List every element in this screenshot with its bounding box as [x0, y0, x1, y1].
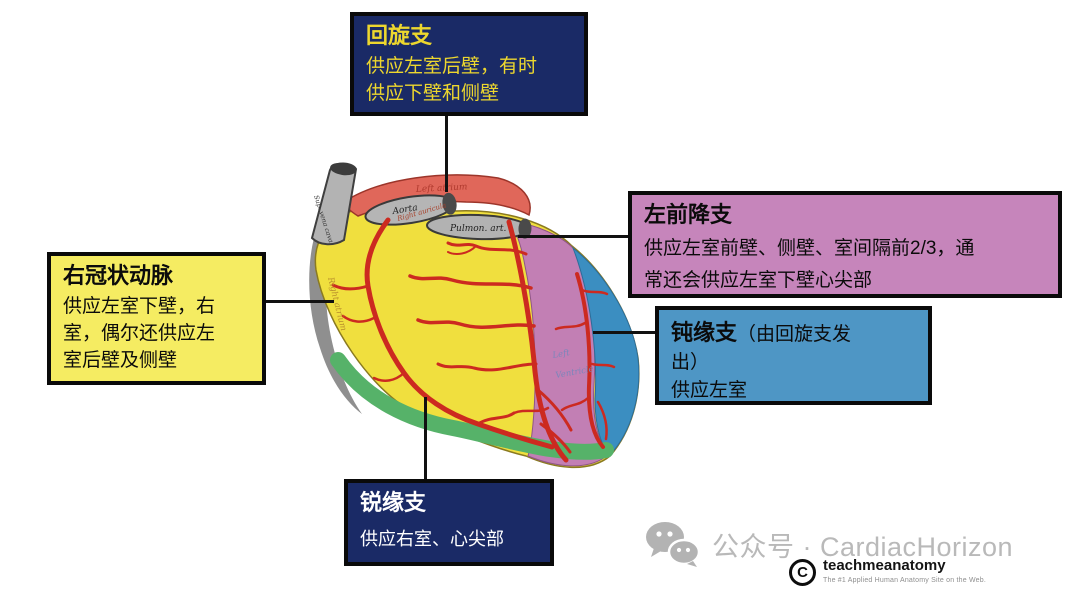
callout-rca: 右冠状动脉 供应左室下壁，右 室，偶尔还供应左 室后壁及侧壁	[47, 252, 266, 385]
label-aorta: Aorta	[391, 203, 418, 217]
watermark: 公众号 · CardiacHorizon	[644, 521, 1013, 567]
heart-illustration: Sup. vena cava Left atrium Aorta Pulmon.…	[309, 162, 640, 468]
connector-circumflex	[445, 114, 448, 192]
callout-rca-title: 右冠状动脉	[63, 263, 174, 288]
label-pulmonary-artery: Pulmon. art.	[449, 224, 506, 234]
connector-rca	[264, 300, 334, 303]
connector-acute-marginal	[424, 397, 427, 481]
teachmeanatomy-logo: C teachmeanatomy The #1 Applied Human An…	[789, 557, 986, 586]
heart-vessel-aorta	[364, 192, 457, 226]
callout-acute-marginal: 锐缘支 供应右室、心尖部	[344, 479, 554, 566]
heart-vessel-pulmonary	[426, 213, 532, 241]
callout-lad-title: 左前降支	[644, 202, 733, 227]
callout-rca-body: 供应左室下壁，右 室，偶尔还供应左 室后壁及侧壁	[63, 296, 216, 372]
watermark-text: 公众号 · CardiacHorizon	[712, 531, 1014, 562]
logo-tagline: The #1 Applied Human Anatomy Site on the…	[823, 576, 986, 584]
callout-circumflex-title: 回旋支	[366, 23, 433, 48]
callout-obtuse-marginal-title: 钝缘支（由回旋支发 出）	[671, 317, 916, 376]
label-left-atrium: Left atrium	[415, 182, 468, 195]
callout-lad: 左前降支 供应左室前壁、侧壁、室间隔前2/3，通 常还会供应左室下壁心尖部	[628, 191, 1062, 298]
heart-vessel-svc	[310, 162, 358, 246]
callout-obtuse-marginal: 钝缘支（由回旋支发 出） 供应左室	[655, 306, 932, 405]
heart-region-acute-margin	[330, 352, 614, 460]
connector-lad	[518, 235, 630, 238]
callout-acute-marginal-body: 供应右室、心尖部	[360, 529, 504, 550]
callout-acute-marginal-title: 锐缘支	[360, 490, 427, 515]
callout-circumflex: 回旋支 供应左室后壁，有时 供应下壁和侧壁	[350, 12, 588, 116]
label-left-ventricle-1: Left	[551, 348, 571, 361]
callout-obtuse-marginal-suffix: （由回旋支发 出）	[671, 324, 852, 373]
callout-obtuse-marginal-title-text: 钝缘支	[671, 320, 738, 345]
connector-obtuse-marginal	[593, 331, 657, 334]
coronary-arteries	[331, 217, 616, 463]
copyright-icon: C	[789, 559, 816, 586]
callout-lad-body: 供应左室前壁、侧壁、室间隔前2/3，通 常还会供应左室下壁心尖部	[644, 238, 975, 291]
logo-name: teachmeanatomy	[823, 557, 946, 574]
callout-circumflex-body: 供应左室后壁，有时 供应下壁和侧壁	[366, 56, 538, 105]
wechat-icon	[646, 522, 701, 567]
callout-obtuse-marginal-body: 供应左室	[671, 380, 748, 402]
